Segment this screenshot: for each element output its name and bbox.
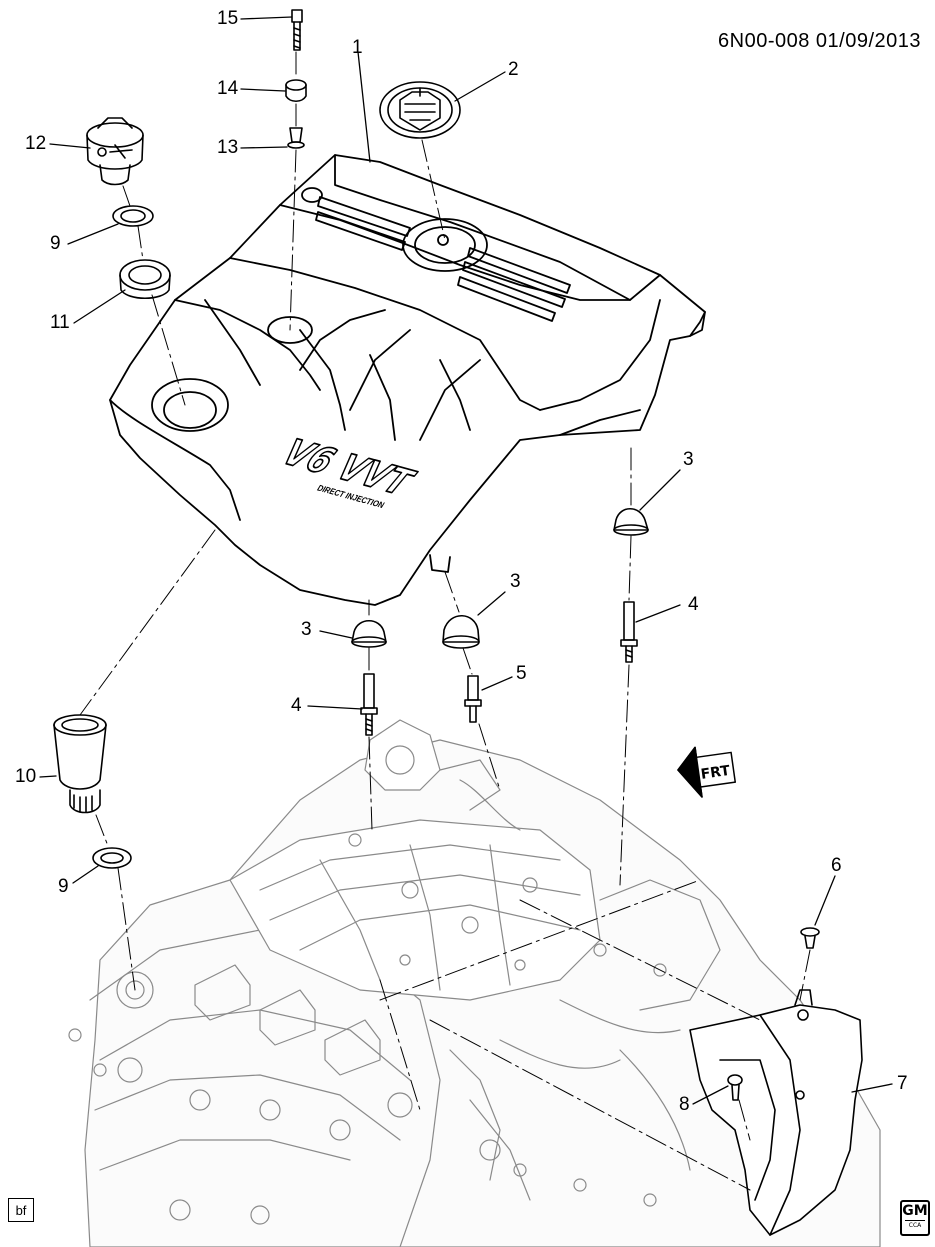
callout-3-right: 3: [683, 449, 694, 470]
grommet-part-3-right: [613, 507, 649, 536]
callout-8: 8: [679, 1094, 690, 1115]
callout-3-mid: 3: [510, 571, 521, 592]
cadillac-emblem-part-2: [379, 81, 461, 139]
engine-assembly: [68, 719, 881, 1247]
callout-4-center: 4: [291, 695, 302, 716]
grommet-part-3-center: [351, 619, 387, 648]
stud-part-4-center: [360, 673, 378, 736]
engine-cover-part-1: [109, 154, 706, 606]
callout-15: 15: [217, 8, 239, 29]
callout-9-upper: 9: [50, 233, 61, 254]
callout-7: 7: [897, 1073, 908, 1094]
grommet-part-13: [287, 127, 305, 149]
callout-3-center: 3: [301, 619, 312, 640]
callout-9-lower: 9: [58, 876, 69, 897]
gm-logo-main: GM: [902, 1203, 928, 1219]
oil-fill-cap-part-12: [86, 117, 144, 186]
leader-lines: [39, 16, 893, 1105]
screw-part-8: [727, 1074, 743, 1101]
callout-2: 2: [508, 59, 519, 80]
stud-part-5: [464, 675, 482, 723]
callout-5: 5: [516, 663, 527, 684]
alignment-lines: [79, 51, 811, 1191]
callout-4-right: 4: [688, 594, 699, 615]
stud-part-4-right: [620, 601, 638, 663]
bolt-part-15: [291, 9, 303, 51]
gm-logo-sub: CCA: [905, 1220, 925, 1230]
callout-10: 10: [15, 766, 37, 787]
heat-shield-part-7: [689, 989, 863, 1236]
callout-12: 12: [25, 133, 47, 154]
callout-6: 6: [831, 855, 842, 876]
diagram-code-date: 6N00-008 01/09/2013: [718, 30, 921, 52]
callout-13: 13: [217, 137, 239, 158]
callout-11: 11: [50, 312, 70, 333]
seal-ring-part-9-upper: [112, 205, 154, 227]
spacer-part-14: [285, 79, 307, 103]
forward-arrow-label: FRT: [700, 763, 732, 783]
seal-ring-part-9-lower: [92, 847, 132, 869]
callout-14: 14: [217, 78, 239, 99]
forward-direction-arrow-icon: FRT: [677, 746, 736, 798]
callout-1: 1: [352, 37, 363, 58]
oil-filler-tube-part-10: [53, 714, 107, 814]
filler-grommet-part-11: [119, 259, 171, 300]
corner-tag: bf: [8, 1198, 34, 1222]
grommet-part-3-mid: [442, 615, 480, 649]
gm-logo: GM CCA: [900, 1200, 930, 1236]
push-pin-part-6: [800, 927, 820, 949]
